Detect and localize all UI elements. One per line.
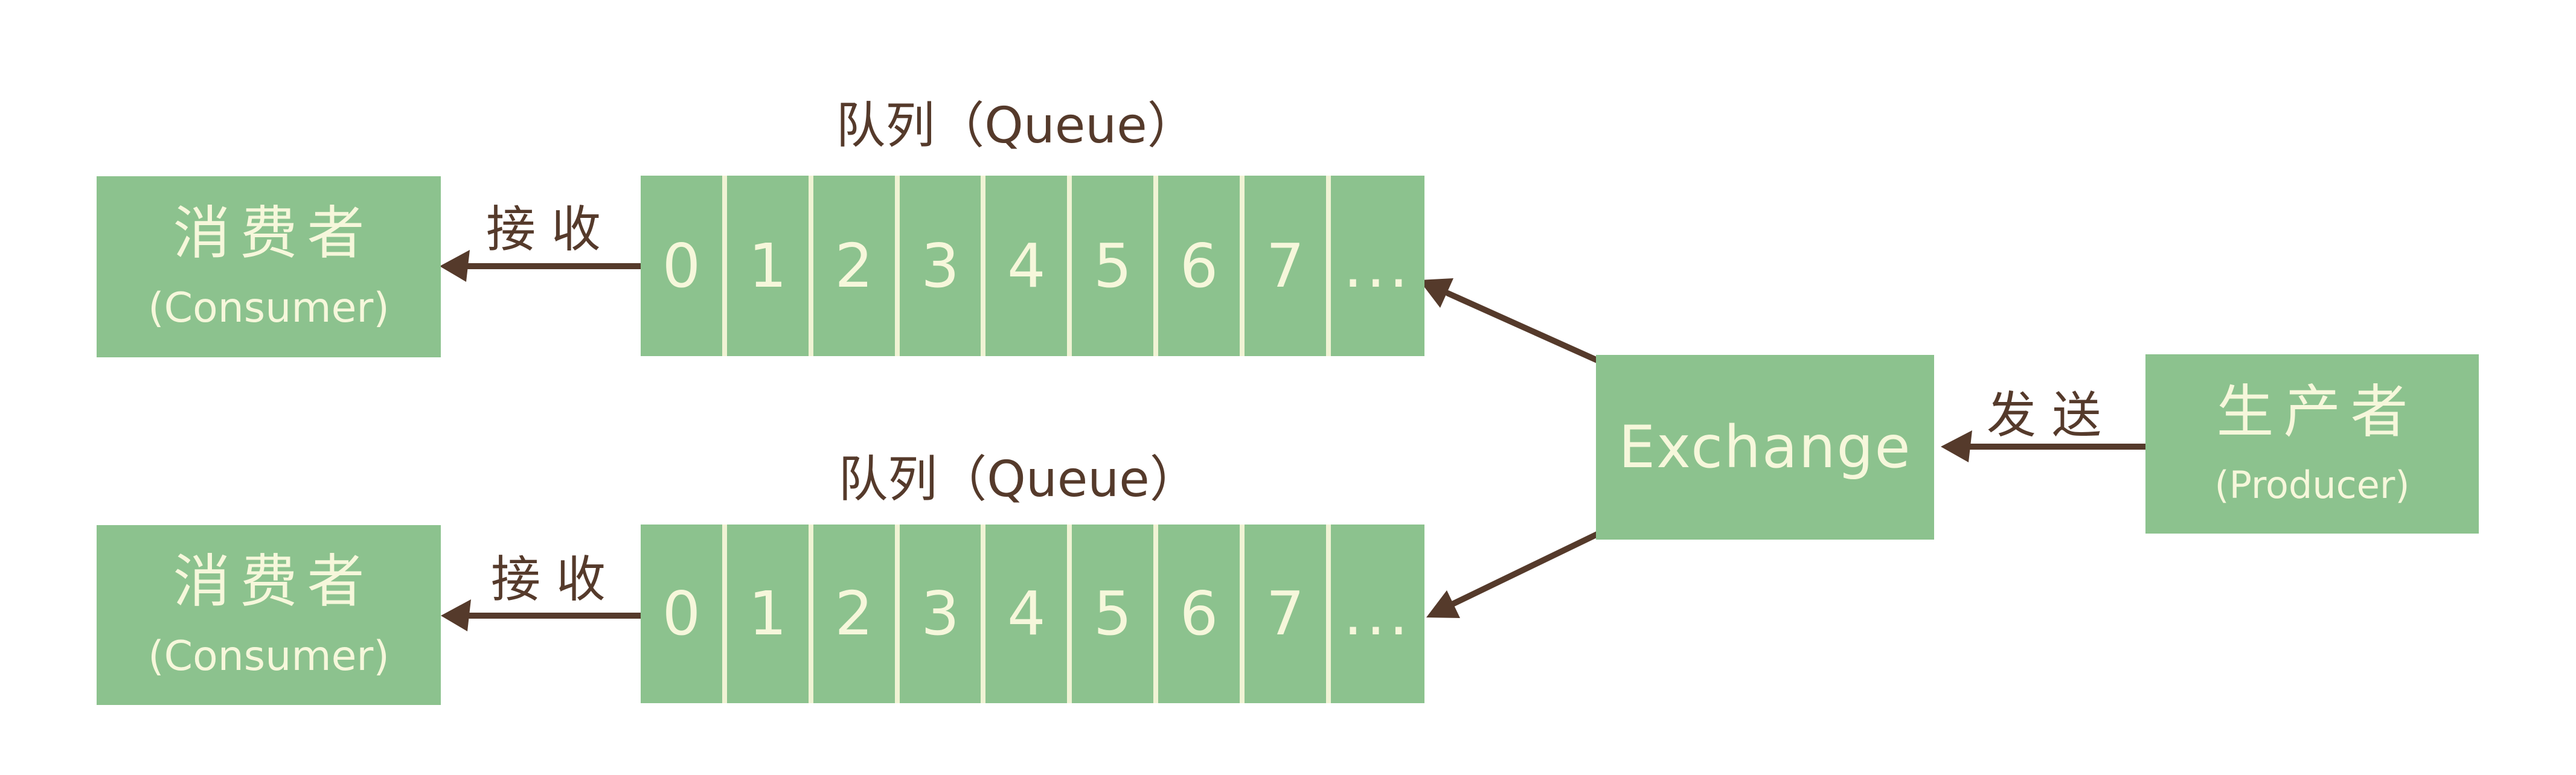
queue-bottom: 0 1 2 3 4 5 6 7 ... (641, 525, 1424, 703)
receive-label-bottom: 接收 (490, 551, 622, 608)
arrow-head-left-icon (441, 599, 471, 631)
queue-caption-top: 队列（Queue） (836, 97, 1197, 155)
queue-cell: 2 (808, 176, 895, 356)
queue-cell: 7 (1240, 176, 1326, 356)
queue-cell: 0 (662, 230, 701, 301)
queue-cell: 4 (981, 525, 1067, 703)
queue-cell: 6 (1153, 176, 1240, 356)
exchange-label: Exchange (1618, 413, 1912, 481)
queue-cell: 0 (662, 578, 701, 649)
queue-cell: 6 (1153, 525, 1240, 703)
consumer-box-top: 消费者 (Consumer) (97, 176, 441, 357)
queue-cell: 3 (894, 525, 981, 703)
consumer-box-bottom: 消费者 (Consumer) (97, 525, 441, 705)
exchange-to-bottom-queue-arrow (1426, 524, 1615, 618)
producer-subtitle: (Producer) (2214, 463, 2410, 507)
arrow-head-downleft-icon (1426, 590, 1460, 618)
queue-cell-ellipsis: ... (1325, 176, 1424, 356)
consumer-subtitle: (Consumer) (148, 632, 389, 680)
send-label: 发送 (1986, 387, 2118, 444)
queue-cell: 5 (1067, 176, 1153, 356)
arrow-line (1448, 524, 1615, 608)
consumer-title: 消费者 (173, 548, 374, 615)
queue-top: 0 1 2 3 4 5 6 7 ... (641, 176, 1424, 356)
queue-cell: 1 (722, 176, 809, 356)
consumer-subtitle: (Consumer) (148, 284, 389, 332)
producer-title: 生产者 (2216, 379, 2418, 445)
consumer-title: 消费者 (173, 200, 374, 267)
queue-caption-bottom: 队列（Queue） (838, 451, 1199, 508)
arrow-head-left-icon (1941, 430, 1972, 462)
queue-cell: 1 (722, 525, 809, 703)
queue-cell-ellipsis: ... (1325, 525, 1424, 703)
receive-label-top: 接收 (485, 201, 617, 258)
arrow-head-left-icon (440, 250, 470, 282)
exchange-to-top-queue-arrow (1419, 278, 1616, 371)
producer-box: 生产者 (Producer) (2145, 354, 2479, 534)
queue-cell: 3 (894, 176, 981, 356)
queue-cell: 7 (1240, 525, 1326, 703)
queue-cell: 5 (1067, 525, 1153, 703)
queue-cell: 4 (981, 176, 1067, 356)
arrow-line (1445, 290, 1616, 371)
queue-cell: 2 (808, 525, 895, 703)
exchange-box: Exchange (1596, 355, 1934, 540)
